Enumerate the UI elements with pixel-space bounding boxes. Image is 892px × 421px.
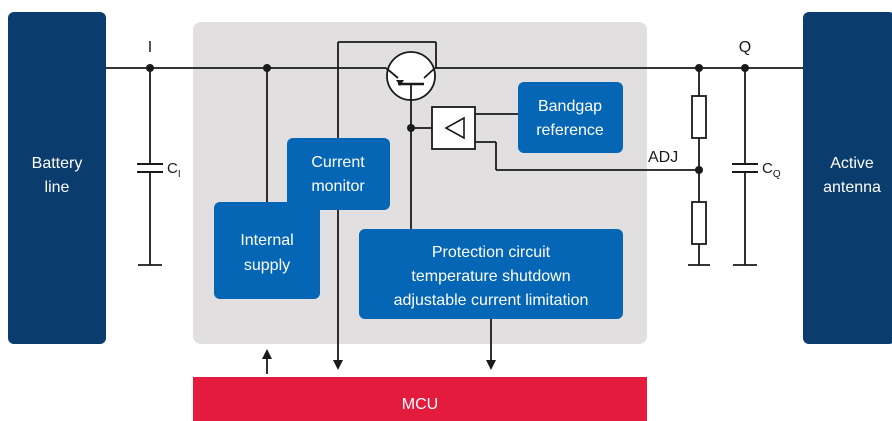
battery-line-label-1: Battery [32, 155, 83, 172]
mcu-block [193, 377, 647, 421]
node-label-output: Q [739, 39, 751, 56]
protection-label-2: temperature shutdown [411, 268, 570, 285]
current-monitor-block [287, 138, 390, 210]
current-monitor-label-2: monitor [311, 178, 365, 195]
capacitor-input-label: CI [167, 160, 181, 180]
battery-line-label-2: line [45, 179, 70, 196]
protection-label-1: Protection circuit [432, 244, 551, 261]
node-label-adj: ADJ [648, 149, 678, 166]
bandgap-label-2: reference [536, 122, 604, 139]
active-antenna-label-1: Active [830, 155, 874, 172]
capacitor-input-symbol [137, 163, 163, 173]
capacitor-output-label: CQ [762, 160, 781, 180]
protection-circuit-block [359, 229, 623, 319]
current-monitor-label-1: Current [311, 154, 365, 171]
mcu-label: MCU [402, 396, 438, 413]
protection-label-3: adjustable current limitation [394, 292, 589, 309]
amplifier-symbol [431, 106, 476, 150]
signal-arrows [262, 210, 496, 374]
battery-line-block [8, 12, 106, 344]
internal-supply-block [214, 202, 320, 299]
internal-supply-label-2: supply [244, 257, 290, 274]
transistor-symbol [385, 51, 436, 101]
capacitor-output-symbol [732, 163, 758, 173]
active-antenna-label-2: antenna [823, 179, 881, 196]
active-antenna-block [803, 12, 892, 344]
bandgap-reference-block [518, 82, 623, 153]
resistor-lower [691, 201, 707, 245]
resistor-upper [691, 95, 707, 139]
wires [106, 41, 803, 266]
junction-dots [146, 64, 749, 174]
node-label-input: I [148, 39, 152, 56]
bandgap-label-1: Bandgap [538, 98, 602, 115]
internal-supply-label-1: Internal [240, 232, 293, 249]
